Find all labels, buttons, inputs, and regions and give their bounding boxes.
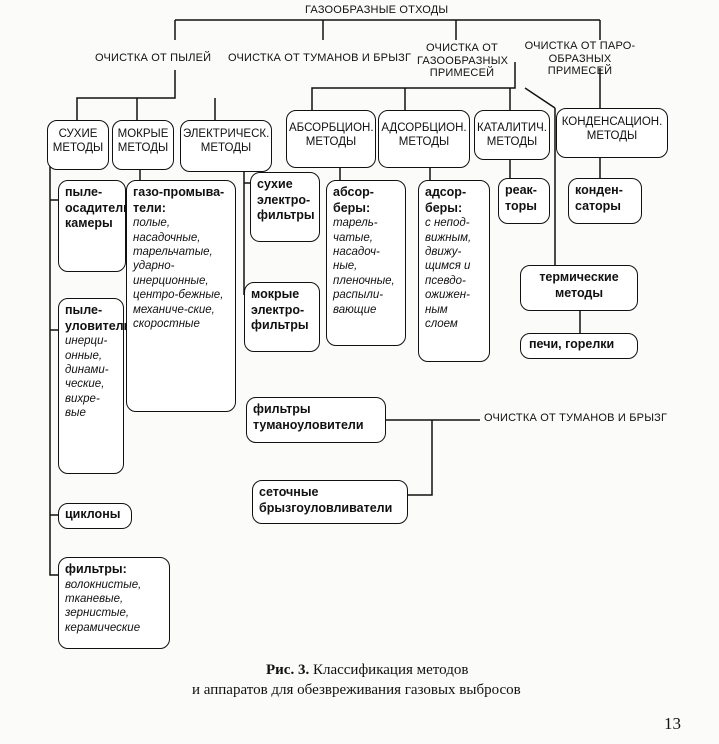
- wet-electrofilters: мокрые электро-фильтры: [244, 282, 320, 352]
- scrubbers: газо-промыва-тели: полые, насадочные, та…: [126, 180, 236, 412]
- method-adsorption: АДСОРБЦИОН. МЕТОДЫ: [378, 110, 470, 168]
- dust-catchers: пыле-уловители: инерци-онные, динами-чес…: [58, 298, 136, 474]
- scrubbers-title: газо-промыва-тели:: [133, 185, 225, 215]
- cyclones: циклоны: [58, 503, 132, 529]
- filters-title: фильтры:: [65, 562, 127, 576]
- method-electric: ЭЛЕКТРИЧЕСК. МЕТОДЫ: [180, 120, 272, 172]
- mesh-catchers: сеточные брызгоуловливатели: [252, 480, 408, 524]
- caption-line1: Рис. 3. Классификация методов: [266, 662, 468, 679]
- caption-line2: и аппаратов для обезвреживания газовых в…: [192, 682, 521, 698]
- absorbers-title: абсор-беры:: [333, 185, 374, 215]
- page-number: 13: [664, 714, 681, 733]
- method-catalytic: КАТАЛИТИЧ. МЕТОДЫ: [474, 110, 550, 160]
- dust-catchers-list: инерци-онные, динами-ческие, вихре-вые: [65, 335, 109, 420]
- scrubbers-list: полые, насадочные, тарельчатые, ударно-и…: [133, 217, 224, 330]
- absorbers: абсор-беры: тарель-чатые, насадоч-ные, п…: [326, 180, 406, 346]
- branch-mist: ОЧИСТКА ОТ ТУМАНОВ И БРЫЗГ: [228, 52, 412, 64]
- dry-electrofilters: сухие электро-фильтры: [250, 172, 320, 242]
- caption-text1: Классификация методов: [312, 662, 469, 678]
- branch-gas: ОЧИСТКА ОТ ГАЗООБРАЗНЫХ ПРИМЕСЕЙ: [417, 42, 509, 80]
- filters-list: волокнистые, тканевые, зернистые, керами…: [65, 578, 142, 634]
- filters: фильтры: волокнистые, тканевые, зернисты…: [58, 557, 170, 649]
- dust-chambers: пыле-осадительные камеры: [58, 180, 156, 272]
- method-condensation: КОНДЕНСАЦИОН. МЕТОДЫ: [556, 108, 668, 158]
- absorbers-list: тарель-чатые, насадоч-ные, пленочные, ра…: [333, 217, 395, 316]
- mist-filters: фильтры туманоуловители: [246, 397, 386, 443]
- adsorbers-list: с непод-вижным, движу-щимся и псевдо-ожи…: [425, 217, 472, 330]
- furnaces: печи, горелки: [520, 333, 638, 359]
- adsorbers-title: адсор-беры:: [425, 185, 467, 215]
- reactors: реак-торы: [498, 178, 550, 224]
- thermal-methods: термические методы: [520, 265, 638, 311]
- method-wet: МОКРЫЕ МЕТОДЫ: [112, 120, 174, 170]
- caption-label: Рис. 3.: [266, 662, 310, 678]
- method-absorption: АБСОРБЦИОН. МЕТОДЫ: [286, 110, 376, 168]
- root-label: ГАЗООБРАЗНЫЕ ОТХОДЫ: [305, 4, 449, 16]
- branch-dust: ОЧИСТКА ОТ ПЫЛЕЙ: [95, 52, 212, 64]
- mist-label: ОЧИСТКА ОТ ТУМАНОВ И БРЫЗГ: [484, 412, 668, 424]
- dust-catchers-title: пыле-уловители:: [65, 303, 136, 333]
- method-dry: СУХИЕ МЕТОДЫ: [47, 120, 109, 170]
- condensers: конден-саторы: [568, 178, 642, 224]
- adsorbers: адсор-беры: с непод-вижным, движу-щимся …: [418, 180, 490, 362]
- branch-vapor: ОЧИСТКА ОТ ПАРО-ОБРАЗНЫХ ПРИМЕСЕЙ: [524, 40, 636, 78]
